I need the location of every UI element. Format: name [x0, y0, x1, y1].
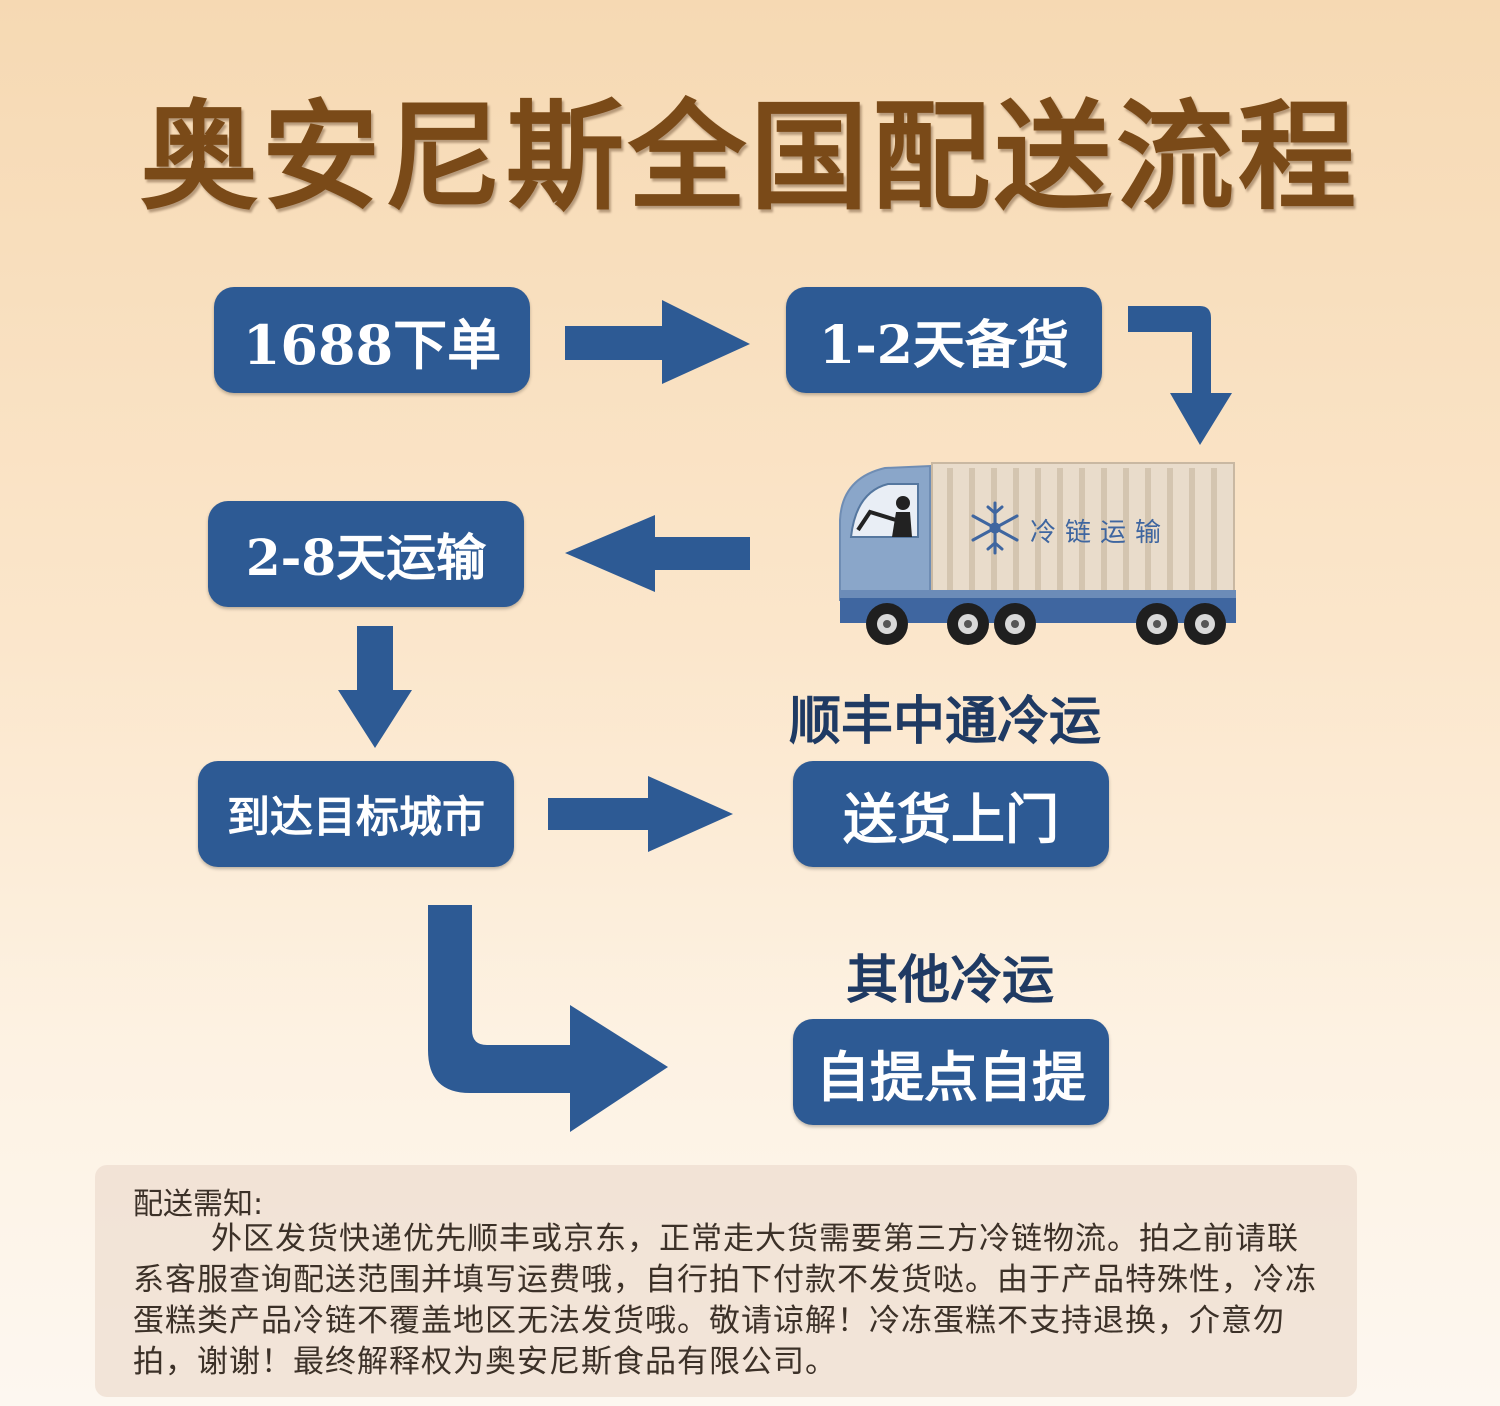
cold-chain-truck-illustration [839, 462, 1236, 645]
step-order: 1688下单 [214, 287, 530, 393]
arrow-right-2 [548, 776, 733, 852]
arrow-down [338, 626, 412, 748]
snowflake-icon [971, 501, 1019, 555]
truck-label: 冷链运输 [1030, 518, 1171, 548]
caption-door-delivery: 顺丰中通冷运 [788, 691, 1101, 752]
arrow-hook-down [1128, 306, 1232, 445]
delivery-notice: 配送需知: 外区发货快递优先顺丰或京东，正常走大货需要第三方冷链物流。拍之前请联… [95, 1165, 1357, 1397]
arrow-left [565, 515, 750, 592]
step-pickup: 自提点自提 [793, 1019, 1109, 1125]
step-transport: 2-8天运输 [208, 501, 524, 607]
step-door-delivery: 送货上门 [793, 761, 1109, 867]
notice-title: 配送需知: [133, 1187, 264, 1222]
step-arrive: 到达目标城市 [198, 761, 514, 867]
step-prepare: 1-2天备货 [786, 287, 1102, 393]
arrow-bend-right [428, 905, 668, 1132]
page-title: 奥安尼斯全国配送流程 [139, 87, 1360, 226]
truck-wheels [866, 603, 1226, 645]
caption-pickup: 其他冷运 [845, 950, 1054, 1011]
notice-body: 外区发货快递优先顺丰或京东，正常走大货需要第三方冷链物流。拍之前请联系客服查询配… [133, 1221, 1317, 1380]
arrow-right-1 [565, 300, 750, 384]
